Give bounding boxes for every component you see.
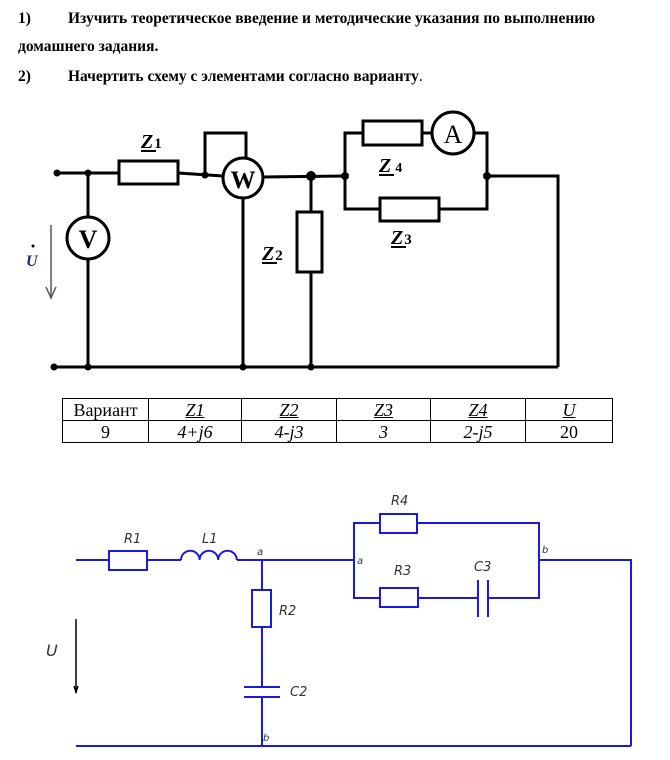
wattmeter-label: W [231, 167, 256, 194]
instruction-1-number: 1) [18, 10, 31, 27]
wire [177, 171, 224, 178]
arrow-head-icon [73, 685, 79, 695]
header-z3: Z3 [336, 398, 431, 421]
instruction-2-period: . [418, 68, 423, 85]
impedance-z3 [378, 196, 441, 223]
junction-dot [84, 363, 92, 371]
label-r3: R3 [394, 564, 411, 579]
terminal-dot [53, 169, 61, 177]
wattmeter: W [221, 156, 265, 200]
label-r2: R2 [279, 604, 296, 619]
wire [353, 522, 380, 599]
source-voltage: U [26, 225, 57, 300]
wattmeter-loop [203, 131, 248, 175]
table-header-row: Вариант Z1 Z2 Z3 Z4 U [62, 398, 613, 421]
instruction-1: 1) Изучить теоретическое введение и метод… [18, 10, 595, 28]
capacitor-c2 [244, 686, 280, 698]
cell-u: 20 [525, 420, 613, 443]
capacitor-c3 [477, 580, 489, 617]
table-row: 9 4+j6 4-j3 3 2-j5 20 [62, 420, 613, 443]
instruction-2-text: Начертить схему с элементами согласно ва… [68, 68, 419, 85]
junction-dots [50, 169, 491, 371]
header-variant: Вариант [62, 398, 149, 421]
instruction-2: 2) Начертить схему с элементами согласно … [18, 68, 423, 86]
voltmeter: V [65, 215, 111, 261]
resistor-r3 [379, 587, 419, 608]
ammeter: A [430, 110, 476, 156]
label-c3: C3 [474, 560, 491, 575]
instruction-1-text: Изучить теоретическое введение и методич… [68, 10, 596, 27]
junction-dot [239, 363, 247, 371]
node-a-parallel: a [357, 556, 363, 567]
label-z2: Z2 [261, 243, 283, 265]
voltage-label-bottom: U [46, 641, 58, 660]
cell-z3: 3 [336, 420, 431, 443]
cell-z4: 2-j5 [430, 420, 526, 443]
voltmeter-circle [65, 215, 111, 261]
node-a-top: a [257, 547, 263, 558]
inductor-l1 [180, 549, 238, 561]
junction-dot [341, 172, 349, 180]
terminal-dot [50, 363, 58, 371]
wire [343, 131, 380, 211]
instruction-2-number: 2) [18, 68, 31, 85]
junction-dot [483, 172, 491, 180]
cell-z2: 4-j3 [241, 420, 337, 443]
cell-variant: 9 [62, 420, 149, 443]
junction-dot [84, 169, 92, 177]
wire [417, 522, 540, 599]
label-z1: Z1 [140, 131, 162, 153]
label-c2: C2 [290, 685, 307, 700]
wire [439, 131, 489, 211]
arrow-head-icon [45, 286, 57, 300]
component-labels: R1 L1 R2 C2 R4 R3 C3 a b a b U [46, 494, 548, 744]
node-b-bottom: b [263, 733, 269, 744]
junction-dot [307, 363, 315, 371]
instruction-1-continuation: домашнего задания. [18, 38, 159, 55]
impedance-z2 [295, 210, 324, 274]
header-z1: Z1 [148, 398, 242, 421]
ammeter-label: A [444, 120, 463, 149]
header-z2: Z2 [241, 398, 337, 421]
wire [487, 174, 560, 367]
wire [539, 559, 632, 746]
cell-z1: 4+j6 [148, 420, 242, 443]
label-l1: L1 [202, 532, 218, 547]
label-r1: R1 [124, 532, 141, 547]
resistor-r4 [379, 513, 418, 534]
junction-dot [201, 171, 209, 179]
label-r4: R4 [391, 494, 408, 509]
ammeter-circle [430, 110, 476, 156]
bottom-wires [76, 522, 632, 747]
wattmeter-circle [221, 156, 265, 200]
voltmeter-label: V [79, 225, 98, 254]
impedance-z1 [117, 159, 180, 186]
top-wires [54, 131, 560, 369]
phasor-dot [31, 244, 35, 248]
resistor-r2 [251, 589, 272, 628]
resistor-r1 [108, 550, 148, 571]
header-u: U [525, 398, 613, 421]
node-b-parallel: b [542, 545, 548, 556]
voltage-label: U [26, 253, 39, 270]
junction-dot [306, 171, 316, 181]
wire [262, 174, 346, 179]
variant-table: Вариант Z1 Z2 Z3 Z4 U 9 4+j6 4-j3 3 2-j5… [62, 398, 613, 443]
header-z4: Z4 [430, 398, 526, 421]
impedance-z4 [361, 119, 424, 147]
label-z3: Z3 [390, 227, 412, 249]
